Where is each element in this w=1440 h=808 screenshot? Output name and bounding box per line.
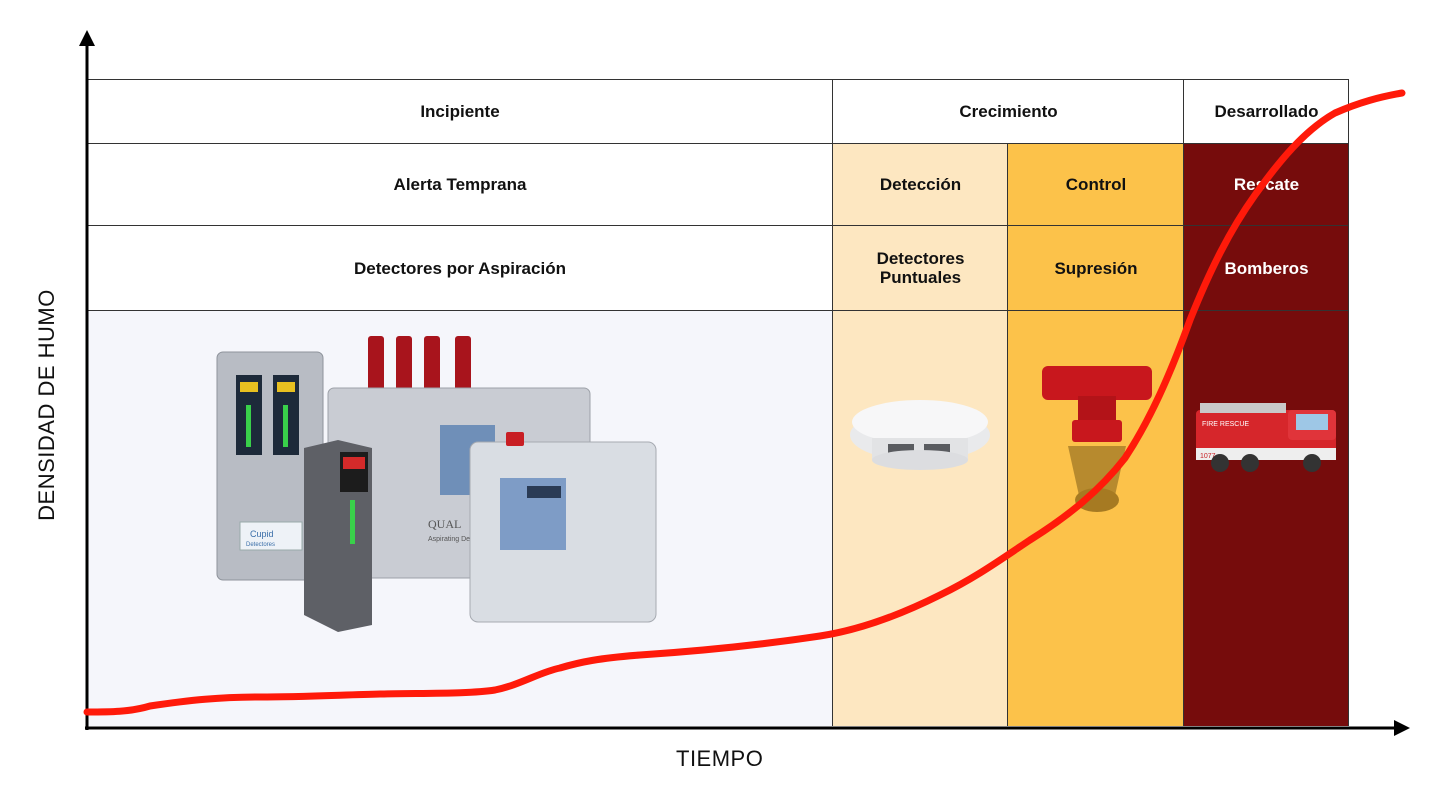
means-aspiracion: Detectores por Aspiración [87, 226, 833, 311]
means-puntuales-line1: Detectores [876, 249, 965, 268]
action-control: Control [1008, 144, 1184, 226]
divider-3 [1183, 79, 1184, 726]
aspiration-detectors-illustration: QUAL Aspirating Det Cupid Detectores [216, 336, 657, 632]
action-alerta-label: Alerta Temprana [393, 175, 527, 194]
stage-crecimiento-label: Crecimiento [959, 101, 1058, 121]
stage-incipiente-label: Incipiente [420, 101, 500, 121]
x-axis-label: TIEMPO [676, 746, 764, 771]
x-axis-arrow-icon [1394, 720, 1410, 736]
means-supresion: Supresión [1008, 226, 1184, 311]
stage-desarrollado: Desarrollado [1184, 79, 1349, 144]
y-axis-label: DENSIDAD DE HUMO [34, 289, 59, 521]
stage-desarrollado-label: Desarrollado [1214, 101, 1319, 121]
smoke-density-curve [83, 89, 1406, 716]
sprinkler-illustration [1042, 366, 1152, 512]
means-bomberos-label: Bomberos [1224, 258, 1309, 278]
fire-truck-illustration: FIRE RESCUE 1077 [1196, 403, 1336, 472]
panel-brand-sub: Aspirating Det [428, 536, 472, 543]
means-puntuales: Detectores Puntuales [833, 226, 1008, 311]
action-deteccion: Detección [833, 144, 1008, 226]
means-aspiracion-label: Detectores por Aspiración [354, 258, 566, 278]
divider-2 [1007, 144, 1008, 726]
stage-crecimiento: Crecimiento [833, 79, 1184, 144]
action-control-label: Control [1065, 175, 1127, 194]
truck-text: FIRE RESCUE [1202, 421, 1249, 428]
means-puntuales-line2: Puntuales [879, 268, 962, 287]
y-axis-arrow-icon [79, 30, 95, 46]
unit-sublabel-text: Detectores [246, 542, 275, 548]
means-supresion-label: Supresión [1054, 258, 1138, 278]
action-deteccion-label: Detección [879, 175, 962, 194]
truck-number: 1077 [1200, 453, 1216, 460]
stage-incipiente: Incipiente [87, 79, 833, 144]
divider-4 [1348, 79, 1349, 726]
unit-label-text: Cupid [250, 529, 274, 539]
smoke-detector-illustration [850, 400, 990, 470]
divider-1 [832, 79, 833, 726]
action-alerta: Alerta Temprana [87, 144, 833, 226]
table-top-border [87, 79, 1349, 80]
panel-brand-text: QUAL [428, 517, 461, 531]
means-bomberos: Bomberos [1184, 226, 1349, 311]
